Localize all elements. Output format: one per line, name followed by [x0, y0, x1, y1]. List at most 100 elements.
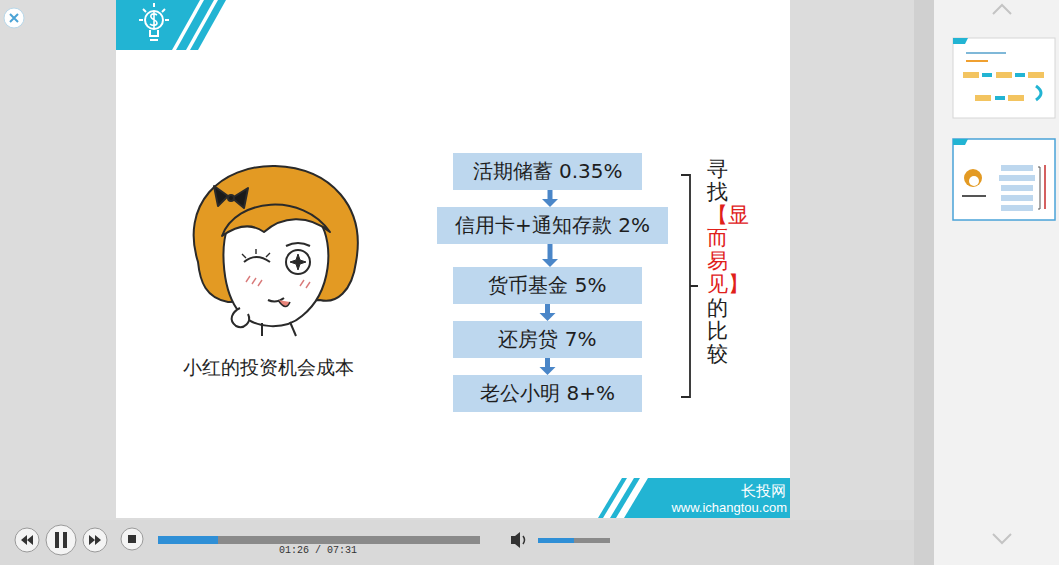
vertical-note-text: 的比较 — [707, 297, 728, 366]
watermark-band — [598, 478, 790, 518]
cartoon-girl-part — [286, 250, 310, 274]
cartoon-girl — [194, 166, 358, 336]
lightbulb-icon — [139, 3, 169, 40]
watermark-band-part — [598, 478, 627, 518]
rate-text: 货币基金 5% — [488, 272, 606, 299]
cartoon-girl-part — [214, 186, 228, 206]
flow-arrow — [540, 358, 556, 375]
cartoon-girl-part — [246, 276, 262, 286]
rate-box: 货币基金 5% — [453, 267, 642, 304]
slide-thumbnail-selected-part — [953, 139, 968, 145]
vertical-note-text: 寻找 — [707, 158, 728, 204]
lightbulb-icon-part — [153, 3, 155, 7]
thumbnail-panel — [934, 0, 1059, 565]
cartoon-girl-part — [261, 323, 263, 336]
slide-thumbnail-part — [1036, 86, 1041, 100]
lightbulb-icon-part — [150, 39, 158, 41]
slide-thumbnail-selected-part — [1001, 195, 1033, 201]
vertical-note-highlight: 【显而易见】 — [707, 204, 728, 296]
volume-fill — [538, 538, 574, 543]
player-stage — [0, 0, 914, 520]
arrow-shaft — [548, 190, 553, 200]
slide-thumbnail-selected-part — [969, 176, 979, 186]
lightbulb-icon-part — [143, 9, 146, 12]
scroll-down-arrow — [993, 534, 1011, 543]
slide-thumbnail-part — [966, 52, 1006, 54]
arrow-shaft — [548, 244, 553, 260]
slide-thumbnail-part — [1015, 73, 1025, 77]
time-display: 01:26 / 07:31 — [279, 545, 357, 556]
watermark-url: www.ichangtou.com — [671, 500, 787, 515]
next-button-part — [83, 528, 107, 552]
slide-thumbnail-part — [1028, 72, 1044, 78]
cartoon-girl-part — [278, 300, 290, 307]
lightbulb-icon-part — [165, 19, 169, 21]
next-button-part — [89, 535, 101, 545]
cartoon-girl-part — [232, 308, 249, 327]
volume-icon-part — [523, 536, 525, 544]
vertical-note: 寻找【显而易见】的比较 — [707, 158, 728, 366]
pause-button-part — [46, 525, 76, 555]
rate-box: 还房贷 7% — [453, 321, 642, 358]
slide-thumbnail-part — [953, 38, 1055, 118]
slide-thumbnail-part — [975, 95, 991, 101]
slide-thumbnail-selected-part — [1044, 165, 1046, 209]
cartoon-girl-part — [300, 280, 310, 288]
lightbulb-icon-part — [139, 19, 143, 21]
rate-box: 信用卡+通知存款 2% — [437, 207, 668, 244]
header-band-part — [190, 0, 226, 50]
cartoon-girl-part — [224, 212, 329, 326]
watermark-band-part — [624, 478, 790, 518]
arrow-head — [542, 199, 558, 207]
arrow-shaft — [545, 358, 550, 368]
illustration-caption: 小红的投资机会成本 — [183, 355, 354, 381]
volume-icon-part — [511, 532, 520, 548]
prev-button-part — [21, 535, 33, 545]
pause-button-part — [63, 532, 67, 548]
slide-thumbnail-selected-part — [1001, 185, 1033, 191]
rate-text: 信用卡+通知存款 2% — [455, 212, 650, 239]
arrow-head — [540, 313, 556, 321]
slide-thumbnail-selected — [953, 139, 1055, 220]
slide-thumbnail-selected-part — [962, 195, 986, 197]
cartoon-girl-part — [228, 195, 234, 201]
next-button — [83, 528, 107, 552]
slide-thumbnail — [953, 38, 1055, 118]
cartoon-girl-part — [290, 322, 296, 336]
watermark-name: 长投网 — [741, 482, 786, 501]
pause-button-part — [55, 532, 59, 548]
lightbulb-icon-part — [150, 12, 157, 28]
header-band — [116, 0, 226, 50]
brace-bracket — [681, 175, 698, 397]
stop-button-part — [128, 535, 136, 543]
cartoon-girl-part — [290, 254, 306, 270]
slide-thumbnail-part — [996, 72, 1012, 78]
lightbulb-icon-part — [150, 30, 158, 36]
slide-thumbnail-part — [963, 72, 979, 78]
slide-thumbnail-part — [953, 38, 968, 44]
stop-button-part — [121, 528, 143, 550]
slide-thumbnail-part — [995, 96, 1005, 100]
control-bar — [0, 520, 914, 565]
slide-thumbnail-part — [966, 60, 988, 62]
cartoon-girl-part — [222, 205, 330, 236]
slide-thumbnail-selected-part — [1001, 205, 1033, 211]
rate-text: 还房贷 7% — [498, 326, 596, 353]
cartoon-girl-part — [242, 249, 270, 258]
prev-button-part — [15, 528, 39, 552]
volume-track — [538, 538, 610, 543]
scroll-up-arrow — [993, 5, 1011, 14]
arrow-head — [540, 367, 556, 375]
arrow-head — [542, 259, 558, 267]
lightbulb-icon-part — [162, 9, 165, 12]
rate-text: 活期储蓄 0.35% — [473, 158, 623, 185]
close-button — [4, 8, 24, 28]
progress-fill — [158, 536, 218, 544]
slide-thumbnail-selected-part — [1001, 165, 1033, 171]
rate-text: 老公小明 8+% — [480, 380, 615, 407]
pause-button — [46, 525, 76, 555]
cartoon-girl-part — [244, 257, 270, 262]
flow-arrow — [542, 244, 558, 267]
lightbulb-icon-part — [145, 11, 163, 29]
